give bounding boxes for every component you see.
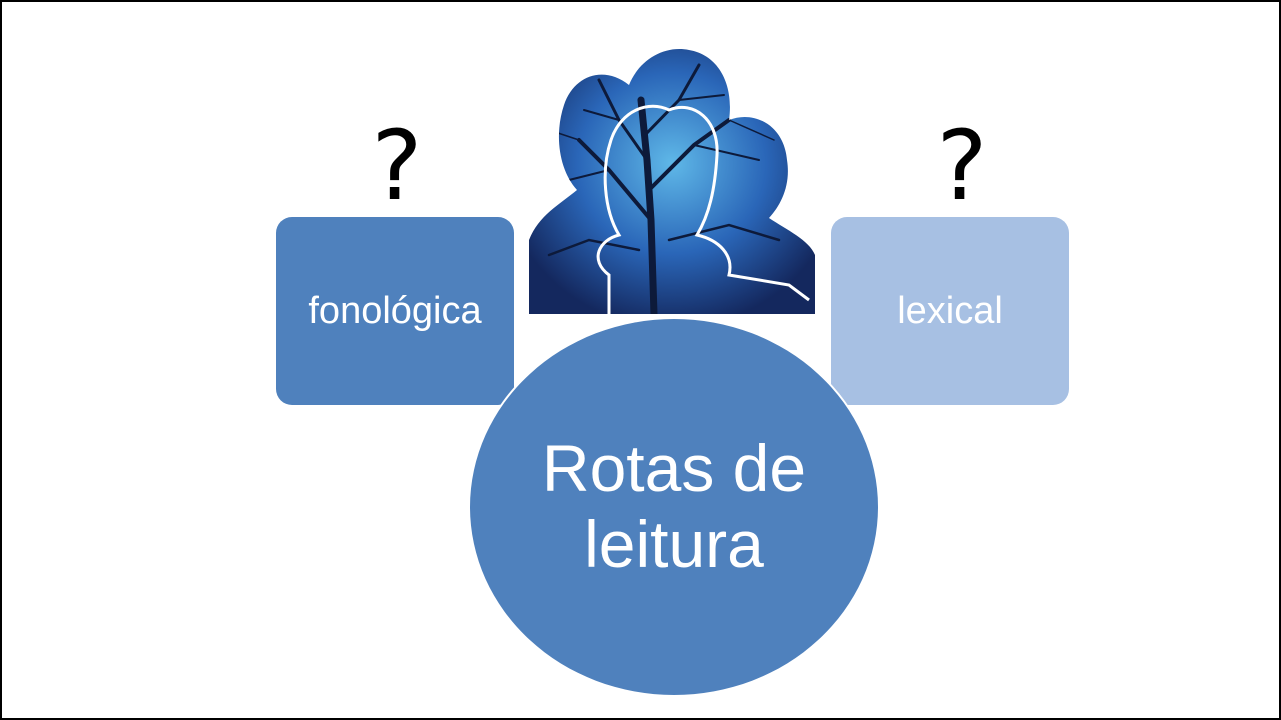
lexical-route-box: lexical xyxy=(831,217,1069,405)
phonological-route-label: fonológica xyxy=(308,289,482,332)
reading-routes-circle: Rotas de leitura xyxy=(468,317,880,697)
lexical-route-label: lexical xyxy=(897,289,1003,332)
phonological-route-box: fonológica xyxy=(276,217,514,405)
center-label-line-2: leitura xyxy=(584,507,764,581)
question-mark-right: ? xyxy=(936,110,988,222)
question-mark-left: ? xyxy=(371,110,423,222)
center-label-line-1: Rotas de xyxy=(541,431,807,506)
silhouette-illustration xyxy=(529,40,815,314)
silhouette-heads-trees-image xyxy=(529,40,815,314)
